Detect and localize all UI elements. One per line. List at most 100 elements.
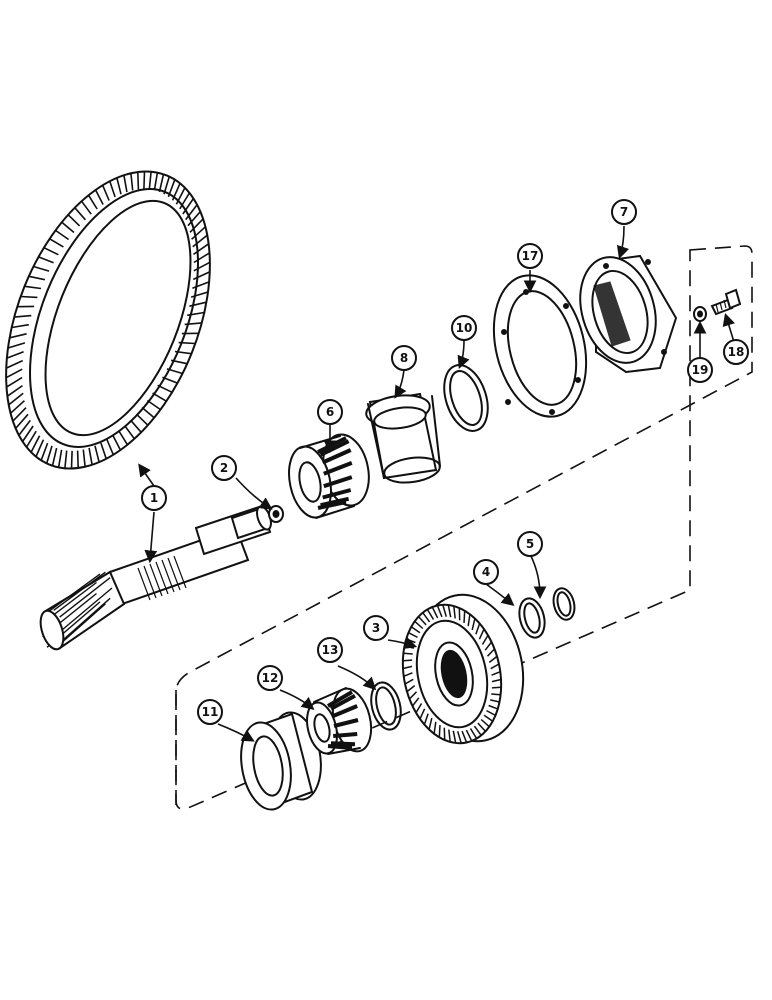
gear-tooth [30, 435, 41, 453]
ring-gear [5, 170, 211, 470]
gear-tooth [448, 729, 451, 742]
pinion-shaft [39, 504, 272, 651]
gear-tooth [178, 341, 196, 345]
gear-tooth [11, 323, 29, 329]
bearing-roller [323, 475, 353, 489]
callout-13: 13 [317, 637, 343, 663]
gear-tooth [404, 678, 414, 685]
gear-tooth [74, 207, 87, 221]
callout-label: 19 [692, 363, 709, 377]
bearing-rollers [326, 690, 359, 750]
bearing-roller [322, 488, 352, 500]
bearing-retainer [579, 254, 678, 374]
gear-tooth [167, 179, 176, 198]
gear-tooth [483, 714, 494, 722]
callout-label: 3 [372, 621, 380, 635]
callout-label: 2 [220, 461, 228, 475]
pinion-tooth [46, 573, 101, 614]
gear-tooth [109, 180, 116, 198]
snap-ring-lower [370, 681, 402, 731]
callout-label: 13 [322, 643, 339, 657]
gear-tooth [408, 631, 418, 639]
gear-tooth [112, 435, 122, 451]
gear-tooth [431, 606, 439, 619]
callout-label: 8 [400, 351, 408, 365]
pinion-tooth [53, 571, 106, 611]
gear-tooth [24, 285, 42, 290]
callout-18: 18 [723, 339, 749, 365]
leader-lines [138, 225, 735, 742]
callout-label: 10 [456, 321, 473, 335]
gear-tooth [189, 218, 204, 233]
snap-ring-4 [518, 597, 546, 639]
gear-tooth [193, 252, 210, 264]
gear-tooth [170, 359, 188, 365]
gear-tooth [426, 609, 435, 620]
gear-tooth [5, 368, 23, 379]
gear-tooth [484, 641, 493, 651]
callout-label: 12 [262, 671, 279, 685]
gear-tooth [193, 243, 210, 256]
gear-tooth [135, 413, 149, 426]
gear-tooth [488, 655, 498, 663]
gear-tooth [43, 246, 59, 256]
gear-tooth [94, 445, 100, 463]
gear-tooth [14, 314, 32, 318]
pinion-tooth [59, 577, 111, 618]
bearing-roller [332, 704, 358, 718]
gear-tooth [480, 718, 490, 728]
gear-tooth [187, 311, 205, 317]
gear-tooth [465, 729, 473, 742]
gear-tooth [157, 384, 173, 394]
gear-tooth [471, 618, 476, 631]
callout-label: 5 [526, 537, 534, 551]
gear-tooth [410, 626, 421, 634]
gear-tooth [33, 265, 50, 272]
gear-tooth [192, 281, 210, 289]
ring-gear-teeth [5, 171, 211, 469]
gear-tooth [428, 717, 433, 730]
gear-tooth [402, 659, 413, 662]
gear-tooth [129, 419, 142, 433]
gear-tooth [185, 204, 198, 221]
gear-tooth [174, 350, 192, 355]
gear-tooth [57, 449, 63, 468]
gear-tooth [116, 177, 122, 195]
gear-tooth [162, 376, 178, 384]
gear-tooth [411, 697, 420, 707]
gear-tooth [118, 430, 129, 446]
gear-tooth [187, 211, 201, 227]
pinion-tooth [59, 597, 111, 644]
gear-tooth [158, 174, 165, 193]
gear-tooth [80, 200, 92, 215]
gear-tooth [438, 725, 441, 738]
gear-tooth [491, 671, 501, 676]
gear-tooth [415, 703, 423, 714]
gear-tooth [40, 442, 49, 461]
gear-tooth [148, 171, 152, 190]
gear-tooth [402, 665, 413, 670]
callout-17: 17 [517, 243, 543, 269]
gear-tooth [192, 234, 208, 248]
gear-tooth [190, 291, 209, 298]
bearing-roller [333, 718, 359, 728]
cap-screw [710, 288, 742, 316]
gear-tooth [453, 606, 456, 619]
lock-washer [693, 306, 707, 322]
callout-label: 1 [150, 491, 158, 505]
callout-8: 8 [391, 345, 417, 371]
gear-tooth [469, 728, 478, 739]
gear-tooth [422, 612, 431, 623]
gear-tooth [486, 709, 496, 717]
gear-tooth [189, 301, 207, 307]
nut [268, 505, 284, 523]
gear-tooth [179, 192, 191, 210]
gear-tooth [100, 442, 107, 460]
callout-19: 19 [687, 357, 713, 383]
gear-tooth [481, 634, 489, 645]
gear-tooth [51, 447, 58, 466]
gear-tooth [417, 616, 427, 626]
gear-tooth [25, 430, 37, 448]
gear-tooth [124, 425, 136, 440]
gear-tooth [414, 620, 424, 630]
